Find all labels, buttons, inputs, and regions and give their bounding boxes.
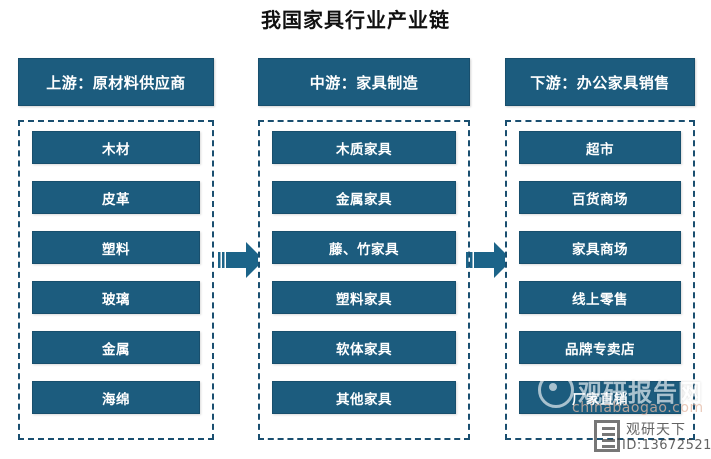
item-box[interactable]: 超市 [519,131,681,164]
item-box[interactable]: 海绵 [32,381,200,414]
group-box-upstream: 木材 皮革 塑料 玻璃 金属 海绵 [18,120,214,440]
item-box[interactable]: 木质家具 [272,131,456,164]
item-box[interactable]: 玻璃 [32,281,200,314]
group-box-midstream: 木质家具 金属家具 藤、竹家具 塑料家具 软体家具 其他家具 [258,120,470,440]
item-box[interactable]: 金属家具 [272,181,456,214]
right-arrow-icon [466,238,514,282]
item-box[interactable]: 皮革 [32,181,200,214]
item-box[interactable]: 家具商场 [519,231,681,264]
item-box[interactable]: 线上零售 [519,281,681,314]
item-box[interactable]: 品牌专卖店 [519,331,681,364]
stage-header-upstream: 上游：原材料供应商 [18,58,214,106]
stage-header-downstream: 下游：办公家具销售 [505,58,695,106]
column-downstream: 下游：办公家具销售 超市 百货商场 家具商场 线上零售 品牌专卖店 厂家直销 [505,58,695,440]
column-upstream: 上游：原材料供应商 木材 皮革 塑料 玻璃 金属 海绵 [18,58,214,440]
item-box[interactable]: 软体家具 [272,331,456,364]
watermark-id: ID:13672521 [622,438,711,453]
item-box[interactable]: 百货商场 [519,181,681,214]
item-box[interactable]: 木材 [32,131,200,164]
page-title: 我国家具行业产业链 [261,8,450,32]
item-box[interactable]: 金属 [32,331,200,364]
item-box[interactable]: 塑料 [32,231,200,264]
item-box[interactable]: 厂家直销 [519,381,681,414]
group-box-downstream: 超市 百货商场 家具商场 线上零售 品牌专卖店 厂家直销 [505,120,695,440]
item-box[interactable]: 其他家具 [272,381,456,414]
column-midstream: 中游：家具制造 木质家具 金属家具 藤、竹家具 塑料家具 软体家具 其他家具 [258,58,470,440]
stage-header-midstream: 中游：家具制造 [258,58,470,106]
item-box[interactable]: 塑料家具 [272,281,456,314]
item-box[interactable]: 藤、竹家具 [272,231,456,264]
right-arrow-icon [218,238,266,282]
